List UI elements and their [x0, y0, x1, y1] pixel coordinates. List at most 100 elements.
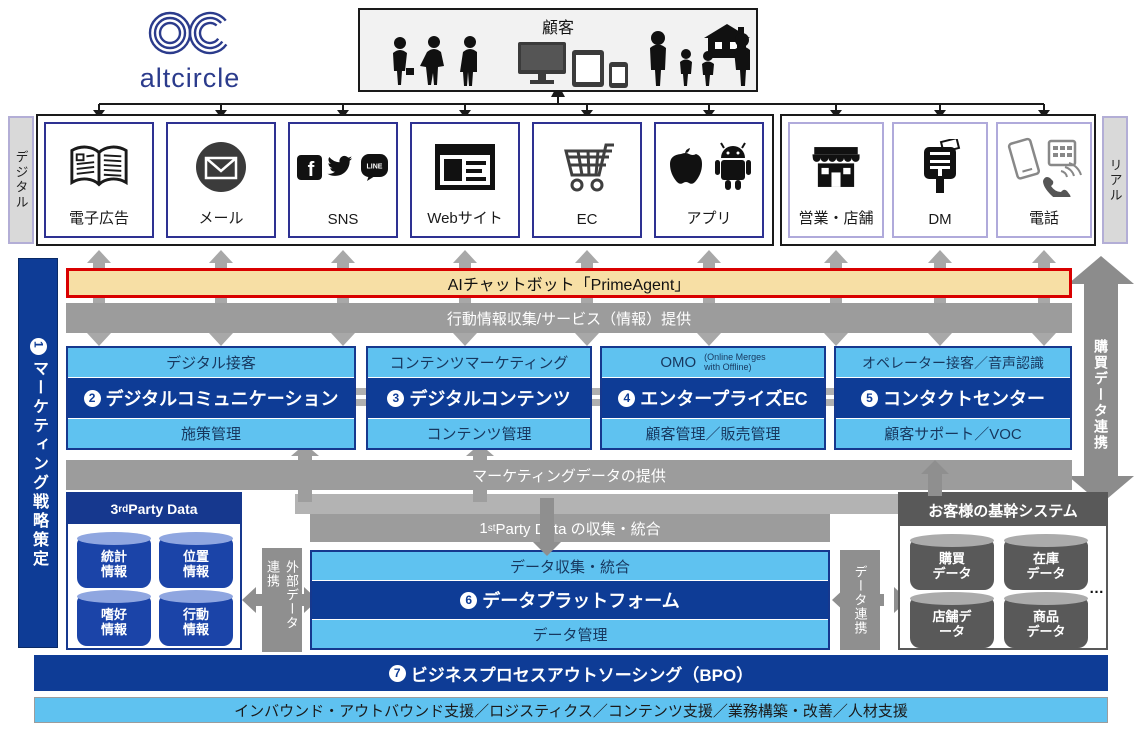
- cylinder-preference: 嗜好 情報: [77, 590, 151, 646]
- service-digital-communication: デジタル接客 2 デジタルコミュニケーション 施策管理: [66, 346, 356, 450]
- third-party-sup: rd: [118, 503, 129, 515]
- omo-label: OMO: [660, 354, 697, 371]
- channel-label: アプリ: [686, 210, 732, 227]
- third-party-num: 3: [110, 501, 119, 517]
- channel-ec: EC: [532, 122, 642, 238]
- bpo-subtitle-bar: インバウンド・アウトバウンド支援／ロジスティクス／コンテンツ支援／業務構築・改善…: [34, 697, 1108, 723]
- core-system-title: お客様の基幹システム: [900, 494, 1106, 526]
- bpo-bar: 7 ビジネスプロセスアウトソーシング（BPO）: [34, 655, 1108, 691]
- service-top-label: OMO (Online Merges with Offline): [602, 348, 824, 377]
- service-bottom-label: 施策管理: [68, 419, 354, 448]
- store-icon: [790, 134, 882, 200]
- channel-phone: 電話: [996, 122, 1092, 238]
- service-top-label: オペレーター接客／音声認識: [836, 348, 1070, 377]
- data-link-label: データ連携: [840, 550, 880, 650]
- service-contact-center: オペレーター接客／音声認識 5 コンタクトセンター 顧客サポート／VOC: [834, 346, 1072, 450]
- cylinder-location: 位置 情報: [159, 532, 233, 588]
- marketing-data-label: マーケティングデータの提供: [472, 467, 666, 485]
- digital-channels-group: [36, 114, 774, 246]
- number-badge: 7: [388, 664, 406, 682]
- cylinder-store-data: 店舗デ ータ: [910, 592, 994, 648]
- cylinder-statistics: 統計 情報: [77, 532, 151, 588]
- channel-website: Webサイト: [410, 122, 520, 238]
- platform-title-label: データプラットフォーム: [482, 591, 680, 611]
- channel-label: DM: [928, 211, 952, 228]
- omo-note: (Online Merges with Offline): [704, 351, 766, 372]
- number-badge: 6: [460, 591, 478, 609]
- sns-icons: f LINE: [290, 134, 396, 200]
- channel-label: メール: [198, 210, 244, 227]
- bpo-subtitle: インバウンド・アウトバウンド支援／ロジスティクス／コンテンツ支援／業務構築・改善…: [234, 702, 908, 720]
- cylinder-label: 位置 情報: [182, 549, 209, 579]
- channel-label: 電子広告: [68, 210, 129, 227]
- devices-icon: [518, 42, 628, 88]
- people-icon: [393, 36, 477, 86]
- service-title-label: コンタクトセンター: [883, 389, 1045, 409]
- first-party-sup: st: [487, 522, 496, 534]
- cylinder-label: 嗜好 情報: [100, 607, 127, 637]
- marketing-data-bar: マーケティングデータの提供: [66, 460, 1072, 490]
- channel-mail: メール: [166, 122, 276, 238]
- marketing-strategy-bar: 1 マーケティング戦略策定: [18, 258, 58, 648]
- service-bottom-label: 顧客管理／販売管理: [602, 419, 824, 448]
- cylinder-label: 店舗デ ータ: [932, 609, 972, 639]
- platform-title: 6 データプラットフォーム: [312, 580, 828, 620]
- external-data-link-label: 外部データ連携: [262, 548, 302, 652]
- digital-side-label: デジタル: [8, 116, 34, 244]
- service-title-label: エンタープライズEC: [640, 389, 808, 409]
- ai-chatbot-bar: AIチャットボット「PrimeAgent」: [66, 268, 1072, 298]
- mail-icon: [168, 134, 274, 200]
- channel-app: アプリ: [654, 122, 764, 238]
- svg-text:f: f: [308, 159, 315, 181]
- number-badge: 2: [83, 389, 101, 407]
- channel-sns: f LINE SNS: [288, 122, 398, 238]
- cylinder-product-data: 商品 データ: [1004, 592, 1088, 648]
- number-badge: 5: [861, 389, 878, 407]
- purchase-data-arrow-label: 購買データ連携: [1093, 339, 1109, 451]
- channel-label: Webサイト: [427, 210, 503, 227]
- data-platform-box: データ収集・統合 6 データプラットフォーム データ管理: [310, 550, 830, 650]
- browser-icon: [412, 134, 518, 200]
- number-badge: 4: [618, 389, 636, 407]
- service-top-label: コンテンツマーケティング: [368, 348, 590, 377]
- cylinder-label: 購買 データ: [932, 551, 972, 581]
- service-title: 5 コンタクトセンター: [836, 377, 1070, 419]
- bpo-title: ビジネスプロセスアウトソーシング（BPO）: [410, 665, 754, 685]
- logo-wordmark: altcircle: [139, 63, 241, 93]
- service-title: 3 デジタルコンテンツ: [368, 377, 590, 419]
- cylinder-label: 統計 情報: [100, 549, 127, 579]
- channel-e-advertising: 電子広告: [44, 122, 154, 238]
- cylinder-purchase-data: 購買 データ: [910, 534, 994, 590]
- number-badge: 1: [29, 337, 47, 355]
- number-badge: 3: [387, 389, 405, 407]
- cylinder-behavior: 行動 情報: [159, 590, 233, 646]
- cart-icon: [534, 134, 640, 200]
- behavior-info-bar: 行動情報収集/サービス（情報）提供: [66, 303, 1072, 333]
- real-side-label: リアル: [1102, 116, 1128, 244]
- channel-label: 電話: [1028, 210, 1059, 227]
- channel-label: 営業・店舗: [798, 210, 874, 227]
- ai-chatbot-label: AIチャットボット「PrimeAgent」: [447, 277, 691, 294]
- channel-label: EC: [576, 211, 598, 228]
- behavior-info-label: 行動情報収集/サービス（情報）提供: [446, 310, 692, 328]
- cylinder-label: 行動 情報: [182, 607, 209, 637]
- platform-bottom-label: データ管理: [312, 620, 828, 648]
- book-icon: [46, 134, 152, 200]
- service-title: 2 デジタルコミュニケーション: [68, 377, 354, 419]
- core-system-box: お客様の基幹システム 購買 データ 在庫 データ 店舗デ ータ 商品 データ …: [898, 492, 1108, 650]
- service-bottom-label: コンテンツ管理: [368, 419, 590, 448]
- altcircle-logo: altcircle: [100, 6, 280, 93]
- family-house-icon: [650, 24, 750, 86]
- postbox-icon: [894, 134, 986, 200]
- cylinder-label: 商品 データ: [1026, 609, 1066, 639]
- cylinder-label: 在庫 データ: [1026, 551, 1066, 581]
- service-title-label: デジタルコンテンツ: [409, 389, 571, 409]
- service-bottom-label: 顧客サポート／VOC: [836, 419, 1070, 448]
- cylinder-inventory-data: 在庫 データ: [1004, 534, 1088, 590]
- service-enterprise-ec: OMO (Online Merges with Offline) 4 エンタープ…: [600, 346, 826, 450]
- third-party-rest: Party Data: [128, 501, 198, 517]
- channel-dm: DM: [892, 122, 988, 238]
- service-top-label: デジタル接客: [68, 348, 354, 377]
